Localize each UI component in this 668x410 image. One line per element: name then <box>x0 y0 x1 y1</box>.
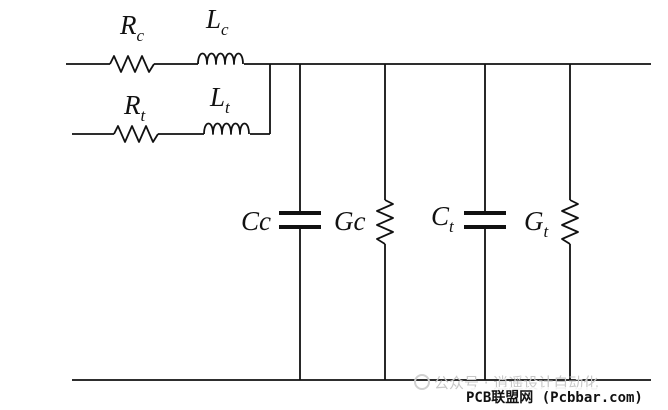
conductance-gt <box>561 199 579 245</box>
watermark-site: PCB联盟网 (Pcbbar.com) <box>466 387 643 407</box>
label-rc: Rc <box>119 10 145 45</box>
label-gt: Gt <box>524 206 550 241</box>
label-rt: Rt <box>123 90 147 125</box>
conductance-gc <box>376 199 394 245</box>
wechat-icon <box>414 374 430 390</box>
label-gc: Gc <box>334 206 365 236</box>
resistor-rt <box>113 124 159 146</box>
label-ct: Ct <box>431 201 455 236</box>
inductor-lc <box>197 42 244 66</box>
label-lc: Lc <box>205 4 229 39</box>
resistor-rc <box>109 54 155 76</box>
inductor-lt <box>203 112 250 136</box>
label-lt: Lt <box>209 82 231 117</box>
label-cc: Cc <box>241 206 271 236</box>
